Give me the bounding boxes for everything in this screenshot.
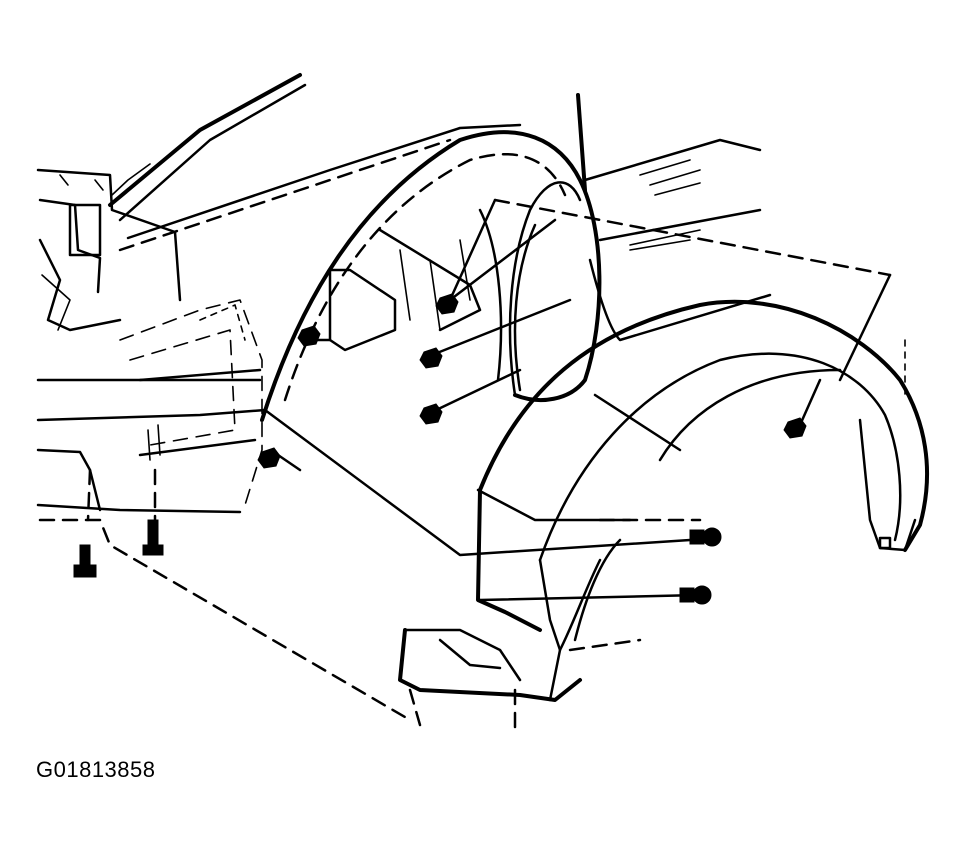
bolt-6 [783, 417, 807, 439]
bolt-5 [257, 447, 281, 469]
vehicle-body [36, 73, 772, 514]
bolt-4 [297, 325, 321, 347]
push-pin-2 [679, 585, 712, 605]
bolt-3 [419, 403, 443, 425]
figure-id-label: G01813858 [36, 757, 156, 782]
leader-lines [38, 198, 892, 732]
bolt-2 [419, 347, 443, 369]
bolt-7 [142, 519, 164, 556]
push-pin-1 [689, 527, 722, 547]
bolt-8 [73, 544, 97, 578]
fasteners [73, 293, 807, 605]
bolt-1 [435, 293, 459, 315]
